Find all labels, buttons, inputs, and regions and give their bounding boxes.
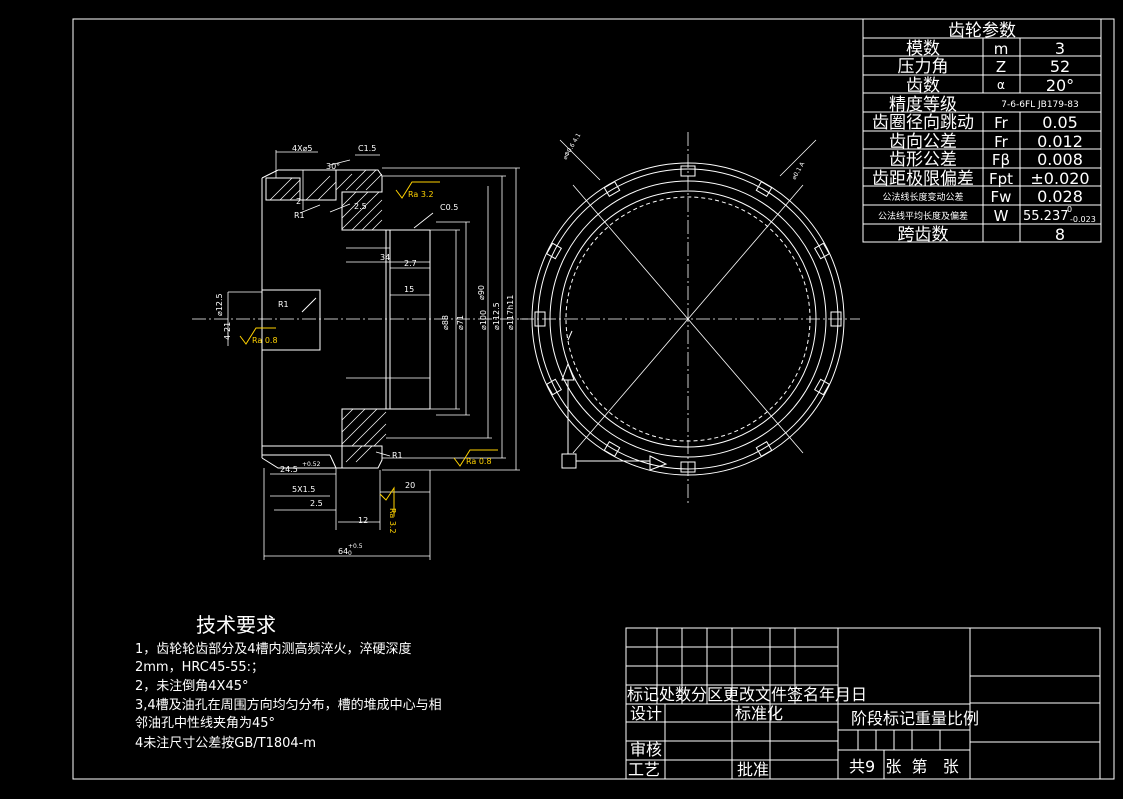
gear-row-symbol: Fw [991, 188, 1012, 206]
gear-row-value: 52 [1050, 57, 1070, 76]
section-dim-text: ⌀88 [441, 315, 450, 330]
tech-requirement-line: 邻油孔中性线夹角为45° [135, 716, 275, 731]
section-dim-text: 2.7 [404, 259, 417, 268]
section-dim-text: 34 [380, 253, 390, 262]
gear-row-tol-upper: 0 [1067, 205, 1072, 214]
gear-row-name: 齿形公差 [889, 150, 957, 170]
section-dim-text: R1 [294, 211, 305, 220]
title-block: 标记处数分区更改文件签名年月日 设计 标准化 阶段标记重量比例 审核 工艺 批准… [625, 627, 1101, 780]
section-dim-text: ⌀12.5 [215, 293, 224, 316]
tech-requirement-line: 2，未注倒角4X45° [135, 679, 249, 694]
title-block-standard: 标准化 [735, 704, 783, 723]
gear-row-value: 20° [1046, 76, 1074, 95]
gear-row-name: 公法线长度变动公差 [882, 191, 963, 203]
gear-row-symbol: Fpt [989, 170, 1013, 188]
section-dim-text: 4-21 [223, 322, 232, 340]
title-block-process: 工艺 [628, 760, 660, 779]
gear-row-symbol: m [994, 40, 1009, 58]
gear-table-title: 齿轮参数 [948, 21, 1016, 41]
tech-requirement-line: 2mm，HRC45-55:； [135, 660, 264, 675]
section-dim-text: 30° [326, 162, 340, 171]
gear-row-value: 55.237 [1023, 209, 1069, 224]
gear-row-name: 齿向公差 [889, 132, 957, 152]
section-dim-text: 2 [296, 197, 301, 206]
section-dim-text: 12 [358, 516, 368, 525]
roughness-symbol: Ra 3.2 [379, 486, 397, 534]
tech-requirement-line: 3,4槽及油孔在周围方向均匀分布，槽的堆成中心与相 [135, 697, 442, 713]
section-dim-text: ⌀117h11 [506, 295, 515, 330]
drawing-border [72, 18, 1115, 780]
face-view: ⌀Φ0.6 4.1 ⌀0.1 A [520, 132, 860, 505]
gear-row-value: 0.028 [1037, 187, 1083, 206]
title-block-header-row: 标记处数分区更改文件签名年月日 [627, 685, 867, 704]
title-block-sheets: 共9 张 第 张 [849, 757, 959, 776]
gear-row-name: 齿数 [906, 76, 940, 96]
roughness-symbol: Ra 0.8 [239, 327, 278, 345]
gear-row-name: 公法线平均长度及偏差 [878, 210, 968, 222]
section-dim-text: C1.5 [358, 144, 376, 153]
section-dim-text: 2.5 [354, 202, 367, 211]
gear-row-value: ±0.020 [1030, 169, 1089, 188]
gear-row-symbol: α [997, 78, 1005, 92]
technical-requirements: 技术要求 1，齿轮轮齿部分及4槽内测高频淬火，淬硬深度 2mm，HRC45-55… [135, 613, 442, 751]
gear-row-symbol: Fr [994, 114, 1009, 132]
roughness-symbol: Ra 0.8 [453, 449, 498, 467]
section-dim-text: ⌀112.5 [492, 302, 501, 330]
gear-row-symbol: Z [996, 58, 1006, 76]
gear-row-name: 跨齿数 [898, 225, 949, 245]
section-dim-text: 0 [348, 550, 352, 557]
gear-row-name: 齿圈径向跳动 [872, 113, 974, 133]
svg-text:Ra 0.8: Ra 0.8 [252, 336, 278, 345]
title-block-check: 审核 [630, 740, 662, 759]
gear-row-value: 7-6-6FL JB179-83 [1001, 100, 1078, 110]
section-dim-text: ⌀90 [477, 285, 486, 300]
section-dim-text: R1 [278, 300, 289, 309]
roughness-symbol: Ra 3.2 [395, 181, 440, 199]
title-block-design: 设计 [630, 704, 662, 723]
gear-row-value: 0.05 [1042, 113, 1078, 132]
gear-row-name: 压力角 [898, 57, 949, 77]
section-dim-text: ⌀100 [479, 310, 488, 330]
title-block-stage: 阶段标记重量比例 [851, 709, 979, 728]
gear-row-name: 齿距极限偏差 [872, 169, 974, 189]
svg-text:Ra 3.2: Ra 3.2 [408, 190, 434, 199]
face-label-left: ⌀Φ0.6 4.1 [562, 132, 583, 161]
tech-requirements-title: 技术要求 [196, 613, 276, 637]
title-block-approve: 批准 [737, 760, 769, 779]
section-dim-text: R1 [392, 451, 403, 460]
gear-row-name: 模数 [906, 39, 940, 59]
svg-text:Ra 3.2: Ra 3.2 [388, 508, 397, 534]
section-dim-text: 5X1.5 [292, 485, 315, 494]
gear-row-value: 0.012 [1037, 132, 1083, 151]
gear-row-value: 0.008 [1037, 150, 1083, 169]
gear-row-value: 8 [1055, 225, 1065, 244]
section-dim-text: 64 [338, 547, 348, 556]
section-dim-text: 15 [404, 285, 414, 294]
section-dim-text: +0.52 [302, 461, 321, 468]
section-dim-text: +0.5 [348, 543, 363, 550]
section-dim-text: ⌀71 [456, 315, 465, 330]
gear-row-symbol: W [994, 207, 1009, 225]
section-dim-text: 2.5 [310, 499, 323, 508]
gear-parameter-table: 齿轮参数 模数 m 3 压力角 Z 52 齿数 α 20° 精度等级 7-6-6… [862, 18, 1102, 245]
gear-row-symbol: Fr [994, 133, 1009, 151]
gear-row-name: 精度等级 [889, 95, 957, 115]
section-dim-text: 4X⌀5 [292, 144, 312, 153]
gear-row-value: 3 [1055, 39, 1065, 58]
gear-row-symbol: Fβ [992, 151, 1010, 169]
tech-requirement-line: 1，齿轮轮齿部分及4槽内测高频淬火，淬硬深度 [135, 641, 412, 657]
gear-row-tol-lower: -0.023 [1070, 215, 1096, 224]
tech-requirement-line: 4未注尺寸公差按GB/T1804-m [135, 736, 316, 751]
svg-text:Ra 0.8: Ra 0.8 [466, 457, 492, 466]
section-dim-text: C0.5 [440, 203, 458, 212]
section-dim-text: 24.5 [280, 465, 298, 474]
section-dim-text: 20 [405, 481, 415, 490]
section-view: 4X⌀5 C1.5 30° 2 R1 2.5 C0.5 34 2.7 15 R1… [192, 144, 528, 560]
